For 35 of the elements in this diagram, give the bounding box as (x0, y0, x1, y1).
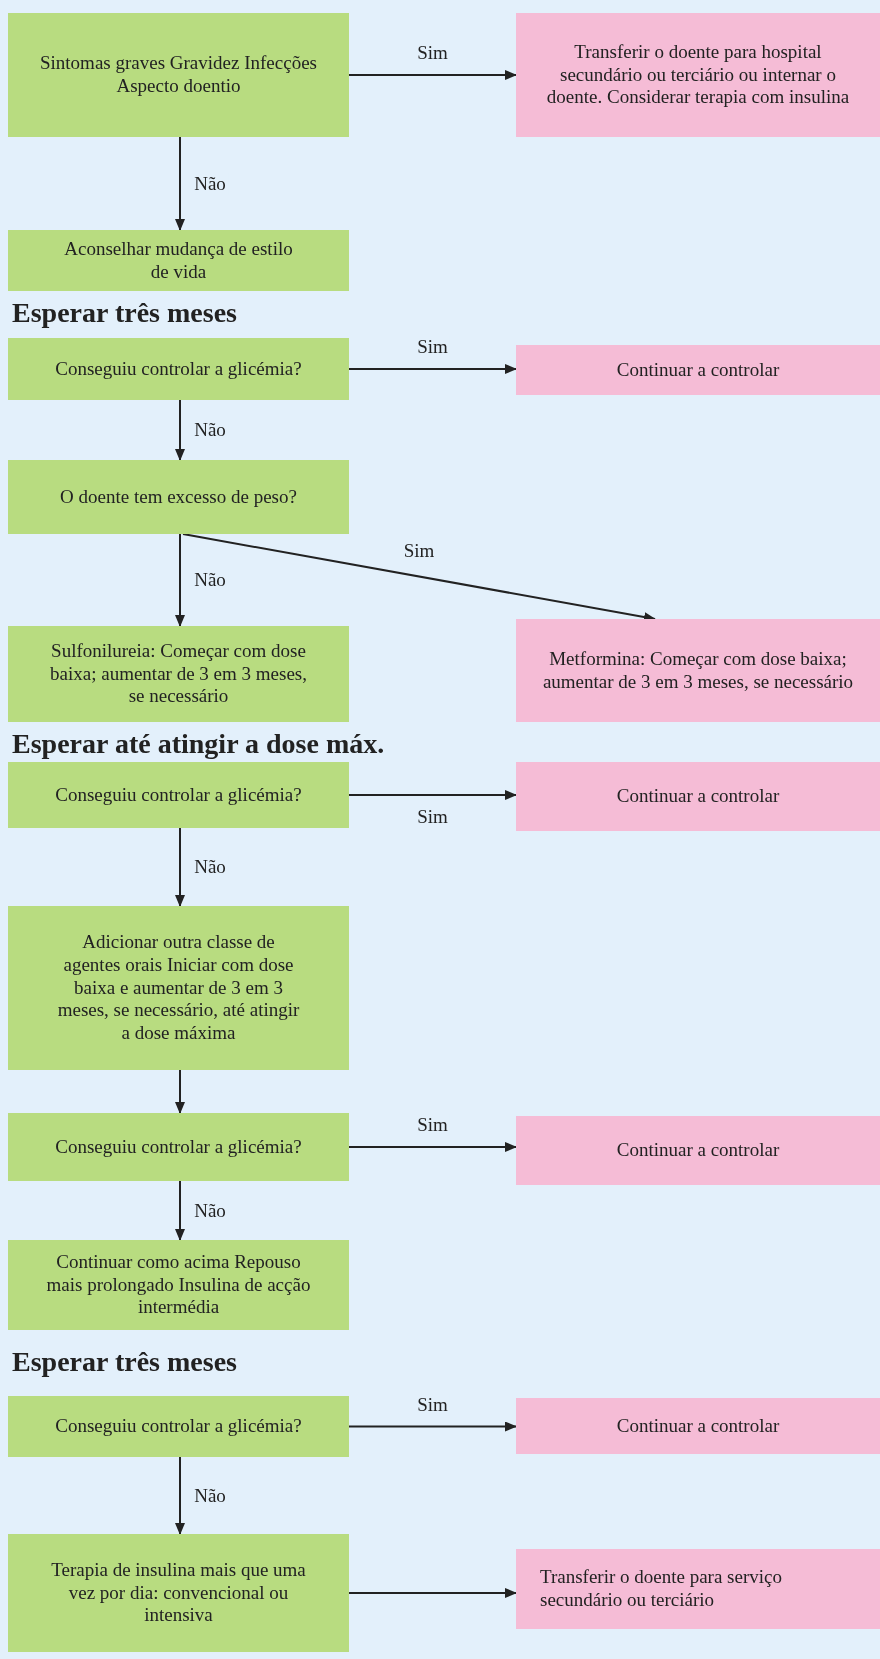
arrow (182, 533, 656, 622)
arrow (348, 70, 517, 80)
step-heading: Esperar até atingir a dose máx. (12, 728, 385, 760)
process-box: Sulfonilureia: Começar com dose baixa; aumentar de 3 em 3 meses, se necessário (8, 626, 349, 722)
outcome-box: Continuar a controlar (516, 762, 880, 831)
arrow (175, 1456, 185, 1535)
arrow (348, 1588, 517, 1598)
outcome-box: Continuar a controlar (516, 1398, 880, 1454)
outcome-box: Continuar a controlar (516, 345, 880, 395)
arrow (175, 1180, 185, 1241)
process-box: Continuar como acima Repouso mais prolongado Insulina de acção intermédia (8, 1240, 349, 1330)
arrow (175, 533, 185, 627)
arrow (348, 364, 517, 374)
step-heading: Esperar três meses (12, 1346, 237, 1378)
process-box: Sintomas graves Gravidez Infecções Aspecto doentio (8, 13, 349, 137)
arrow (175, 1069, 185, 1114)
arrow (175, 136, 185, 231)
process-box: Conseguiu controlar a glicémia? (8, 1396, 349, 1457)
process-box: Conseguiu controlar a glicémia? (8, 338, 349, 400)
arrow (175, 399, 185, 461)
process-box: Aconselhar mudança de estilo de vida (8, 230, 349, 291)
arrow (348, 1421, 517, 1432)
arrow (348, 1142, 517, 1152)
outcome-box: Transferir o doente para serviço secundário ou terciário (516, 1549, 880, 1629)
process-box: Terapia de insulina mais que uma vez por dia: convencional ou intensiva (8, 1534, 349, 1652)
process-box: Adicionar outra classe de agentes orais Iniciar com dose baixa e aumentar de 3 em 3 meses, se necessário, até atingir a dose máxima (8, 906, 349, 1070)
step-heading: Esperar três meses (12, 297, 237, 329)
outcome-box: Continuar a controlar (516, 1116, 880, 1185)
process-box: O doente tem excesso de peso? (8, 460, 349, 534)
process-box: Conseguiu controlar a glicémia? (8, 762, 349, 828)
process-box: Conseguiu controlar a glicémia? (8, 1113, 349, 1181)
outcome-box: Transferir o doente para hospital secundário ou terciário ou internar o doente. Considerar terapia com insulina (516, 13, 880, 137)
arrow (348, 790, 517, 800)
arrow (175, 827, 185, 907)
outcome-box: Metformina: Começar com dose baixa; aumentar de 3 em 3 meses, se necessário (516, 619, 880, 722)
